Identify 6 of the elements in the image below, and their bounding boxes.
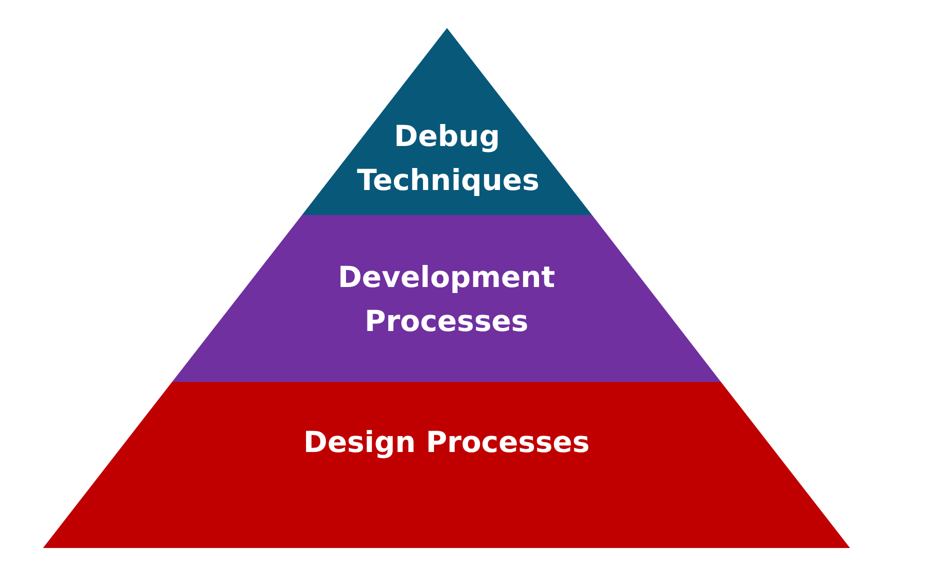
tier-label: Debug Techniques (357, 118, 537, 199)
tier-label: Design Processes (302, 424, 591, 461)
pyramid-tier (172, 215, 721, 382)
pyramid-tier (302, 28, 592, 215)
pyramid-tier (43, 382, 850, 548)
tier-label: Development Processes (336, 259, 556, 340)
